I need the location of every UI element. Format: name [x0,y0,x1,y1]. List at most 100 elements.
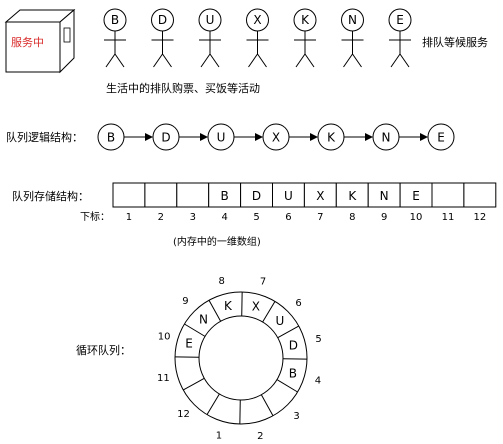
index-label: 下标： [80,211,110,223]
ring-index: 12 [177,409,190,420]
ring-slot-value: N [199,313,208,327]
person-letter: D [158,13,167,27]
logical-node-circle [97,123,125,151]
person-body [246,31,269,68]
ring-index: 4 [315,376,321,387]
logical-node-letter: X [272,131,280,145]
ring-slot-value: X [252,300,260,314]
logical-node-circle [152,123,180,151]
ring-divider [262,301,276,323]
logical-node-circle [372,123,400,151]
storage-cell-value: K [348,189,357,203]
person-body [389,31,411,68]
ring-inner [198,315,284,401]
ring-slot-value: E [185,337,193,351]
storage-cell-value: D [252,189,261,203]
logical-node-circle [317,123,345,151]
logical-node-B: B [97,123,125,151]
person-letter: B [111,13,119,27]
ring-index: 10 [158,331,171,342]
storage-cell-value: X [316,189,324,203]
logical-node-E: E [427,123,455,151]
circular-label: 循环队列： [76,343,131,357]
ring-divider [206,393,220,415]
logical-node-letter: D [161,131,170,145]
storage-cell [272,182,305,208]
storage-index: 11 [442,212,455,223]
service-booth: 服务中 [4,8,76,74]
logical-node-letter: U [217,131,226,145]
storage-cell [431,182,465,208]
ring-index: 2 [257,431,263,442]
ring-index: 7 [260,277,266,288]
storage-index: 1 [126,212,132,223]
person-letter: E [396,13,404,27]
person-D: D [151,8,174,68]
storage-label: 队列存储结构： [12,189,89,203]
logical-label: 队列逻辑结构： [6,130,83,144]
person-body [341,31,364,68]
person-body [151,31,174,68]
ring-index: 5 [315,334,321,345]
ring-slot-value: U [275,314,284,328]
person-U: U [198,8,222,68]
storage-cell [303,182,337,208]
ring-divider [277,325,299,339]
storage-cell [335,182,369,208]
ring-index: 6 [295,298,301,309]
ring-index: 9 [182,296,188,307]
storage-index: 4 [221,212,227,223]
logical-node-N: N [372,123,400,151]
ring-slot-value: B [289,366,297,380]
person-X: X [246,8,269,68]
storage-cell-value: N [380,189,389,203]
waiting-label: 排队等候服务 [422,35,488,49]
storage-cell [399,182,433,208]
person-body [294,31,316,68]
logical-node-circle [427,123,455,151]
person-B: B [103,8,127,68]
logical-node-letter: K [327,131,336,145]
person-E: E [388,8,412,68]
booth-window [63,27,71,43]
storage-cell [112,182,146,208]
logical-node-U: U [207,123,235,151]
logical-node-circle [207,123,235,151]
person-body [199,31,221,68]
storage-cell [463,182,497,208]
ring-divider [183,377,205,391]
storage-index: 10 [410,212,423,223]
person-letter: X [253,13,261,27]
storage-index: 8 [349,212,355,223]
life-caption: 生活中的排队购票、买饭等活动 [106,81,260,95]
person-K: K [293,8,317,68]
ring-divider [184,323,206,337]
storage-cell-value: U [284,189,293,203]
person-letter: N [348,13,357,27]
storage-caption: (内存中的一维数组) [173,235,261,248]
logical-node-K: K [317,123,345,151]
person-N: N [341,8,364,68]
ring-index: 3 [293,411,299,422]
logical-node-D: D [152,123,180,151]
storage-index: 2 [158,212,164,223]
storage-cell [367,182,401,208]
person-letter: K [301,13,310,27]
storage-index: 12 [473,212,486,223]
storage-cell-value: B [221,189,229,203]
service-label: 服务中 [11,36,44,49]
logical-node-letter: N [382,131,391,145]
logical-node-letter: E [437,131,445,145]
storage-index: 3 [190,212,196,223]
person-letter: U [206,13,215,27]
ring-slot-value: K [224,299,233,313]
storage-cell-value: E [412,189,420,203]
storage-index: 6 [285,212,291,223]
storage-index: 7 [317,212,323,223]
storage-index: 9 [381,212,387,223]
